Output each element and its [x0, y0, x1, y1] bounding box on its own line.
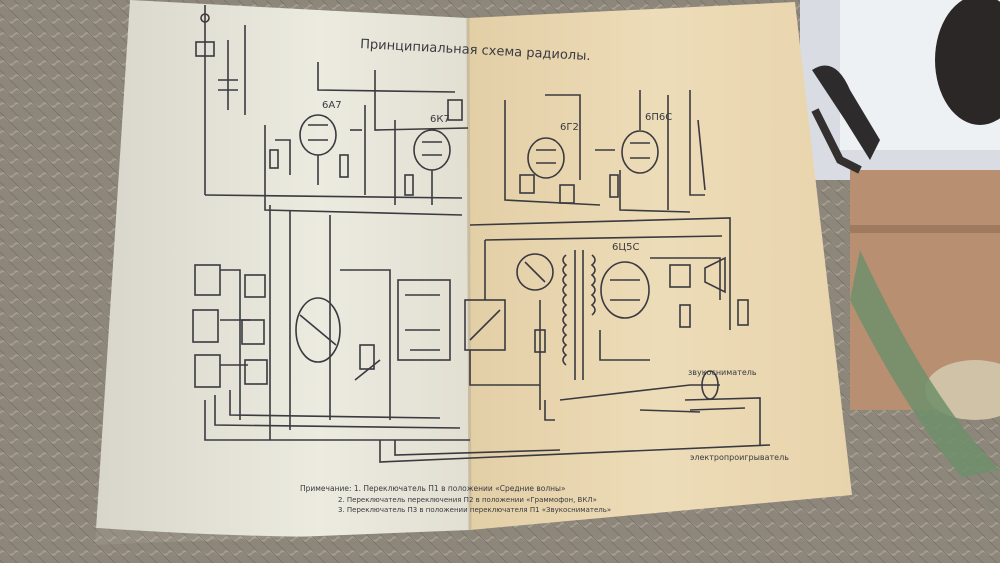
circuit-schematic: [192, 5, 771, 463]
tube-label-6p6s: 6П6С: [645, 112, 672, 123]
footnote-line-3: 3. Переключатель П3 в положении переключ…: [338, 506, 611, 514]
tube-label-6a7: 6А7: [322, 100, 342, 111]
footnote-line-2: 2. Переключатель переключения П2 в полож…: [338, 496, 597, 504]
tube-label-6k7: 6К7: [430, 114, 450, 125]
tube-label-6c5s: 6Ц5С: [612, 242, 639, 253]
fabric-foreground: [0, 470, 1000, 563]
player-label: электропроигрыватель: [690, 453, 789, 462]
background-room: [800, 0, 1000, 520]
pickup-label: звукосниматель: [688, 368, 757, 377]
footnote-line-1: Примечание: 1. Переключатель П1 в положе…: [300, 484, 566, 493]
left-page: [95, 0, 470, 545]
page-fold: [466, 17, 472, 531]
tube-label-6g2: 6Г2: [560, 122, 579, 133]
footnote: Примечание: 1. Переключатель П1 в положе…: [300, 484, 611, 514]
